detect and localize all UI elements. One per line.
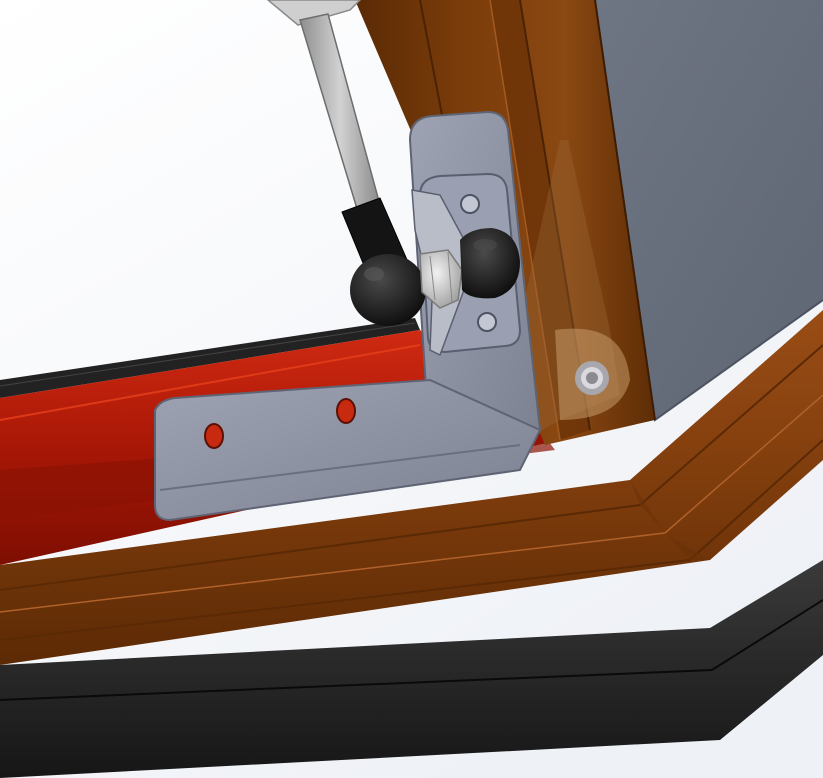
mount-hole-top xyxy=(460,194,480,214)
bracket-hole-2 xyxy=(336,398,356,424)
wood-bottom-rail xyxy=(0,310,823,665)
screw-head-icon xyxy=(575,361,609,395)
hex-nut-icon xyxy=(419,249,463,309)
ball-joint-icon xyxy=(341,197,426,326)
bracket-hole-1 xyxy=(204,423,224,449)
rubber-base-strip xyxy=(0,560,823,778)
rubber-top-lip xyxy=(0,318,420,398)
mount-hole-bottom xyxy=(477,312,497,332)
rubber-bumper-icon xyxy=(460,228,520,299)
